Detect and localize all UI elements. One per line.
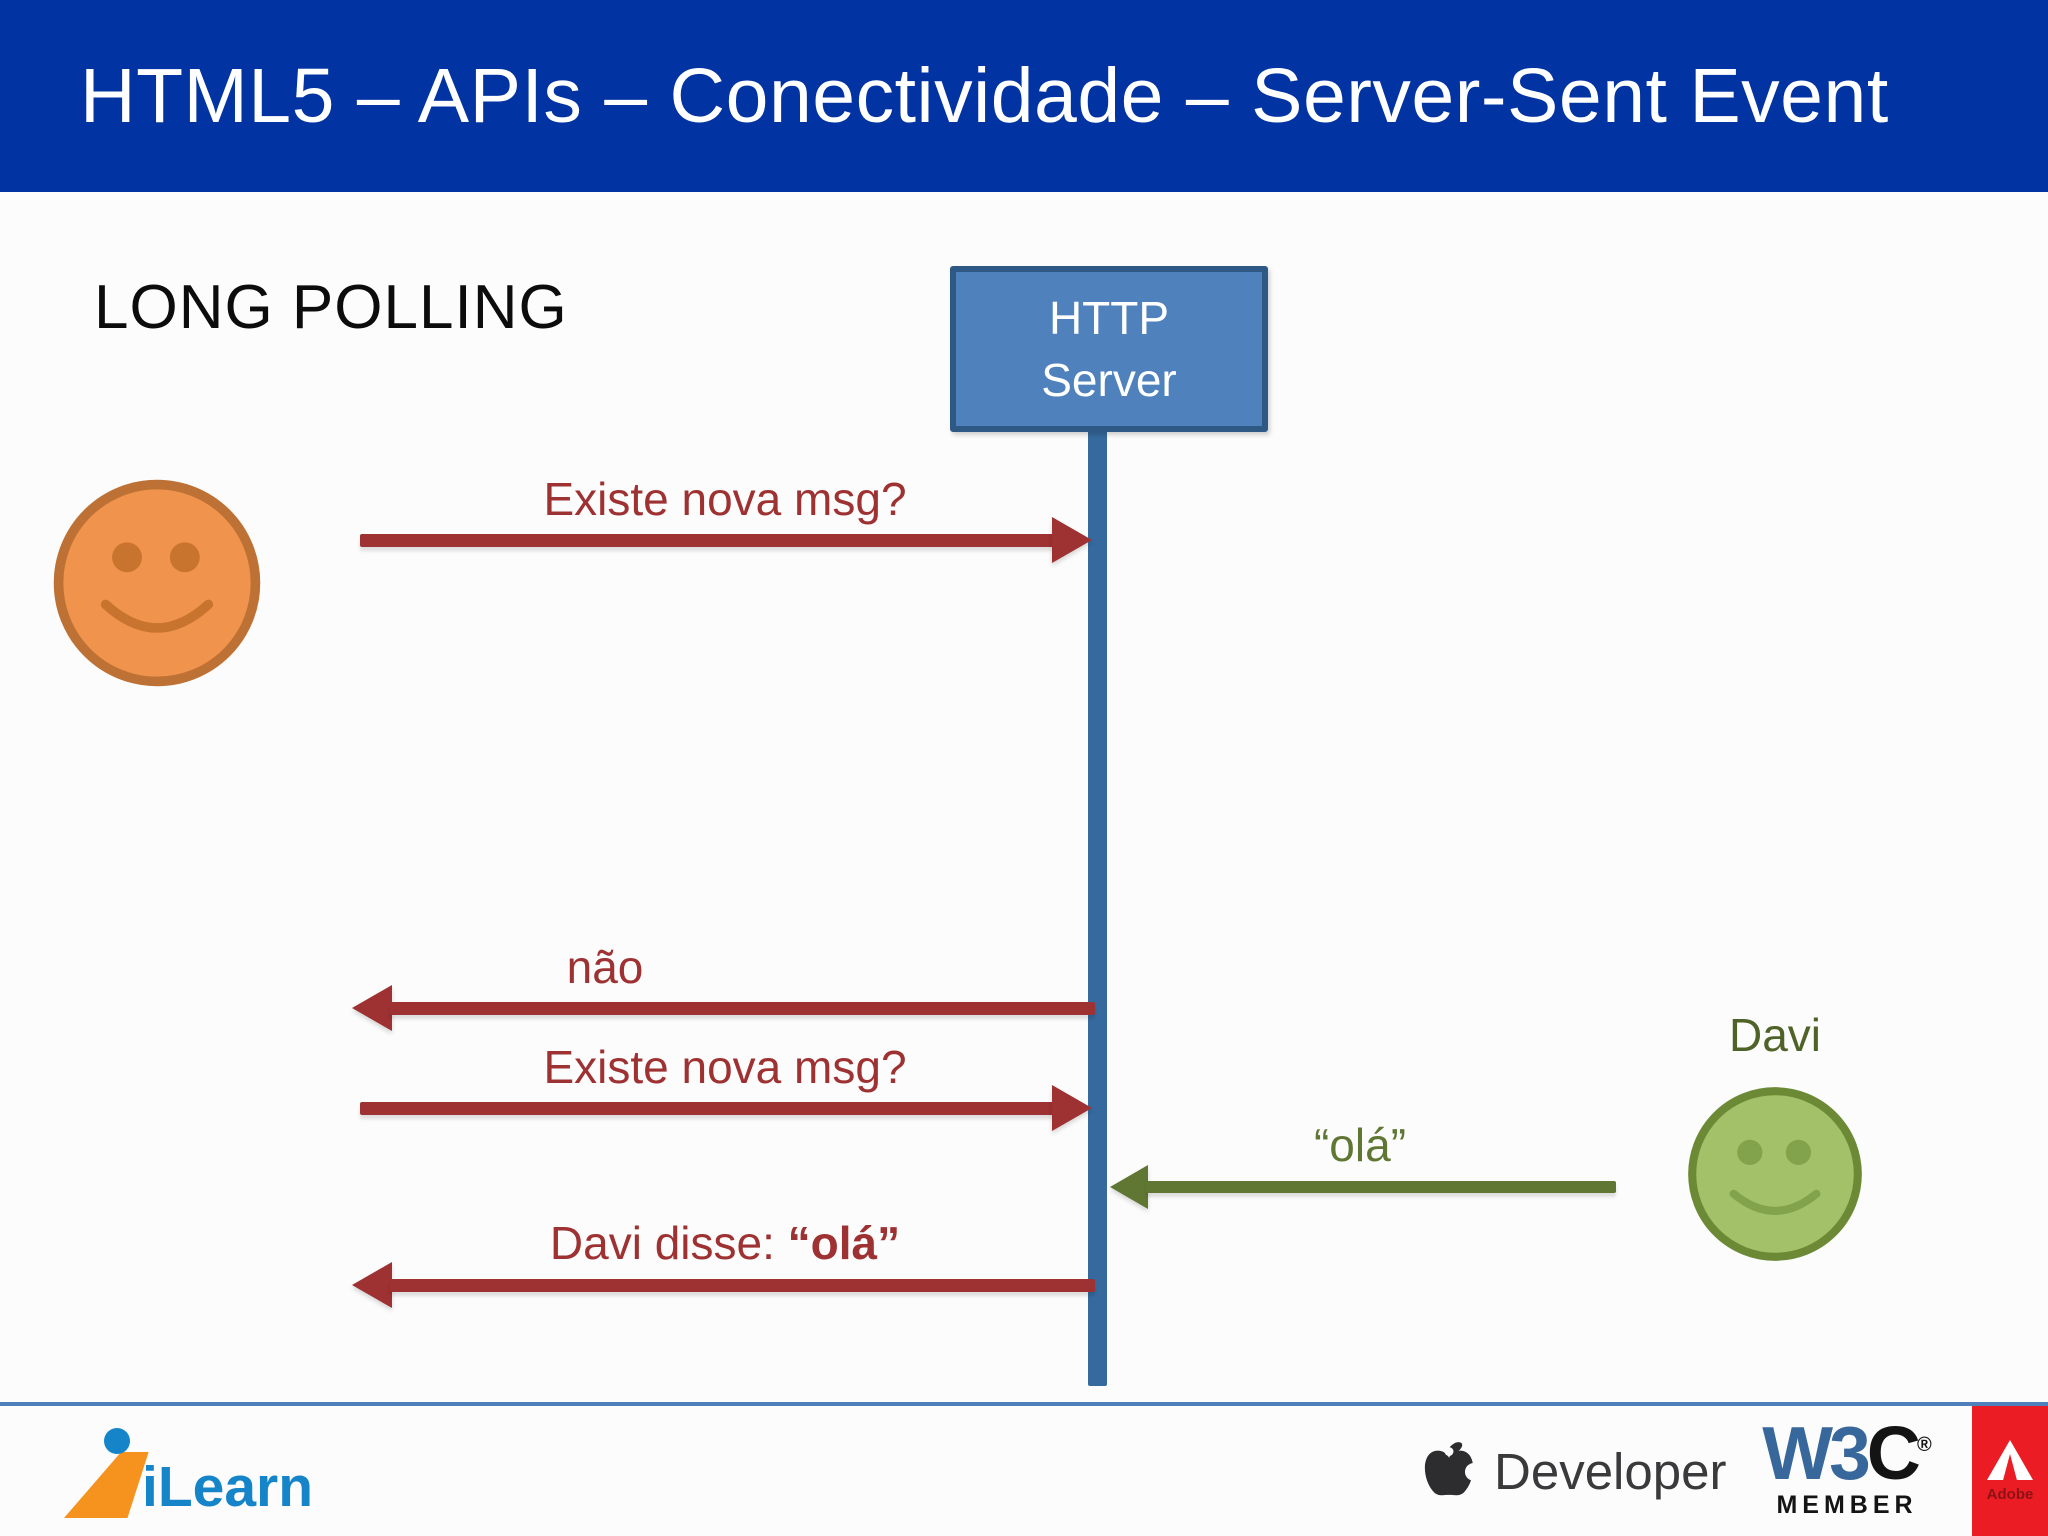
w3c-member-logo: W3C® MEMBER [1752, 1416, 1942, 1518]
apple-developer-logo: Developer [1422, 1440, 1726, 1502]
ilearn-logo: iLearn [62, 1424, 482, 1524]
apple-developer-text: Developer [1494, 1442, 1727, 1500]
message-arrow-5 [390, 1279, 1095, 1292]
w3c-c: C [1866, 1411, 1921, 1495]
http-server-line1: HTTP [1048, 292, 1170, 344]
message-arrow-4 [1146, 1181, 1616, 1193]
w3c-registered-mark: ® [1916, 1434, 1932, 1456]
adobe-a-icon [1987, 1440, 2033, 1480]
section-label: LONG POLLING [94, 273, 568, 342]
actor-name-davi: Davi [1728, 1009, 1822, 1061]
message-arrow-2 [390, 1002, 1095, 1015]
header-bar: HTML5 – APIs – Conectividade – Server-Se… [0, 0, 2048, 192]
message-label-4: “olá” [1313, 1119, 1407, 1171]
ilearn-dot-icon [104, 1428, 130, 1454]
page-title: HTML5 – APIs – Conectividade – Server-Se… [80, 52, 1889, 139]
adobe-logo-text: Adobe [1986, 1486, 2034, 1503]
adobe-logo: Adobe [1972, 1406, 2048, 1536]
message-arrow-1 [360, 534, 1054, 547]
w3c-w3: W3 [1762, 1411, 1870, 1495]
arrowhead-right-icon [1052, 1085, 1092, 1131]
w3c-logo-text: W3C® [1752, 1416, 1942, 1491]
message-label-1: Existe nova msg? [543, 473, 907, 525]
davi-smiley-icon [1688, 1087, 1862, 1261]
arrowhead-left-icon [1110, 1165, 1148, 1209]
footer-divider [0, 1402, 2048, 1406]
server-lifeline [1088, 426, 1107, 1386]
message-label-5-quote: “olá” [787, 1217, 901, 1269]
w3c-member-text: MEMBER [1776, 1491, 1918, 1519]
apple-icon [1424, 1442, 1476, 1496]
message-label-2: não [566, 941, 644, 993]
message-arrow-3 [360, 1102, 1054, 1115]
http-server-line2: Server [1041, 354, 1177, 406]
client-smiley-icon [53, 479, 261, 687]
http-server-box: HTTP Server [950, 266, 1268, 432]
message-label-5-prefix: Davi disse: [549, 1217, 788, 1269]
arrowhead-left-icon [352, 985, 392, 1031]
arrowhead-right-icon [1052, 517, 1092, 563]
message-label-5: Davi disse: “olá” [360, 1216, 1090, 1270]
ilearn-logo-text: iLearn [142, 1455, 314, 1519]
arrowhead-left-icon [352, 1262, 392, 1308]
message-label-3: Existe nova msg? [543, 1041, 907, 1093]
